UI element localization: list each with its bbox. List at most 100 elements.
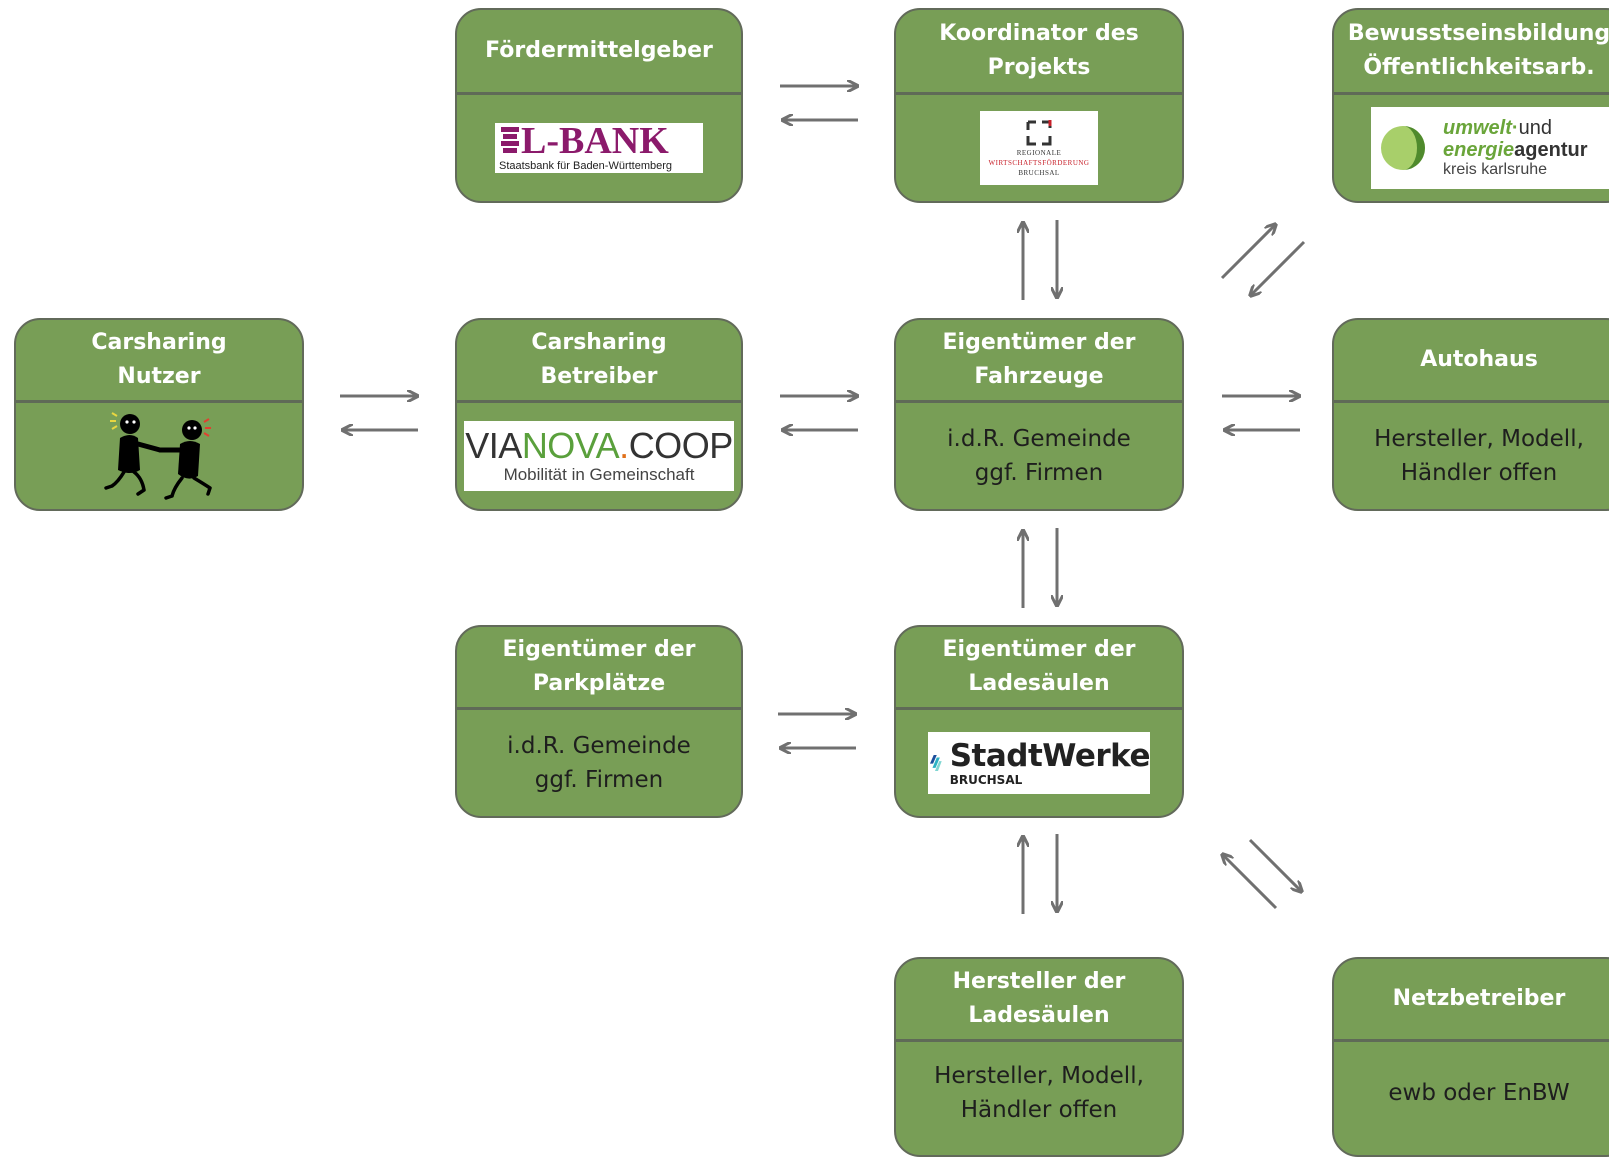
title-line: Koordinator des (939, 21, 1139, 46)
node-body: Hersteller, Modell, Händler offen (1334, 403, 1609, 509)
node-body: REGIONALE WIRTSCHAFTSFÖRDERUNG BRUCHSAL (896, 95, 1182, 201)
logo-text: kreis karlsruhe (1443, 161, 1548, 178)
node-body: Hersteller, Modell, Händler offen (896, 1042, 1182, 1143)
umweltagentur-logo: umwelt·und energieagentur kreis karlsruh… (1371, 107, 1609, 189)
body-line: Hersteller, Modell, (934, 1062, 1144, 1089)
node-body: VIANOVA.COOP Mobilität in Gemeinschaft (457, 403, 741, 509)
divider (1334, 92, 1609, 95)
logo-text: WIRTSCHAFTSFÖRDERUNG (988, 159, 1090, 167)
node-body: i.d.R. Gemeinde ggf. Firmen (896, 403, 1182, 509)
title-line: Parkplätze (532, 671, 666, 696)
divider (1334, 400, 1609, 403)
node-body: StadtWerke BRUCHSAL (896, 710, 1182, 816)
node-autohaus: Autohaus Hersteller, Modell, Händler off… (1332, 318, 1609, 511)
logo-text: . (619, 425, 629, 466)
node-body (16, 403, 302, 509)
body-line: Händler offen (1400, 460, 1558, 486)
people-pulling-icon (104, 412, 212, 500)
divider (16, 400, 302, 403)
title-line: Eigentümer der (942, 637, 1136, 662)
node-hersteller-ladesaeulen: Hersteller der Ladesäulen Hersteller, Mo… (894, 957, 1184, 1157)
node-title: Eigentümer der Fahrzeuge (896, 320, 1182, 400)
stadtwerke-stripes-icon (930, 754, 942, 772)
wirtschaftsfoerderung-logo: REGIONALE WIRTSCHAFTSFÖRDERUNG BRUCHSAL (980, 111, 1098, 185)
node-title: Carsharing Betreiber (457, 320, 741, 400)
body-line: ggf. Firmen (534, 767, 664, 793)
vianova-logo: VIANOVA.COOP Mobilität in Gemeinschaft (464, 421, 734, 491)
node-eigentuemer-fahrzeuge: Eigentümer der Fahrzeuge i.d.R. Gemeinde… (894, 318, 1184, 511)
arrow-diagonal-up (1222, 854, 1278, 910)
title-line: Ladesäulen (968, 671, 1110, 696)
title-line: Projekts (987, 55, 1091, 80)
title-line: Carsharing (91, 330, 227, 355)
logo-text: REGIONALE (1016, 149, 1062, 157)
body-line: Händler offen (960, 1096, 1118, 1123)
node-title: Koordinator des Projekts (896, 10, 1182, 92)
vianova-subtitle: Mobilität in Gemeinschaft (503, 465, 695, 484)
title-line: Autohaus (1420, 347, 1538, 372)
title-line: Carsharing (531, 330, 667, 355)
logo-text: COOP (628, 425, 734, 466)
divider (896, 707, 1182, 710)
logo-text: BRUCHSAL (1018, 169, 1060, 177)
vianova-wordmark: VIANOVA.COOP (465, 425, 734, 466)
divider (896, 400, 1182, 403)
logo-text: umwelt (1443, 117, 1512, 139)
lbank-logo: L-BANK Staatsbank für Baden-Württemberg (495, 123, 703, 173)
title-line: Bewusstseinsbildung (1347, 21, 1609, 46)
logo-text: und (1518, 117, 1552, 139)
title-line: Ladesäulen (968, 1003, 1110, 1028)
node-title: Hersteller der Ladesäulen (896, 959, 1182, 1039)
title-line: Netzbetreiber (1392, 986, 1566, 1011)
node-netzbetreiber: Netzbetreiber ewb oder EnBW (1332, 957, 1609, 1157)
lbank-wordmark: L-BANK (521, 123, 669, 162)
arrow-diagonal-up (1220, 224, 1276, 280)
node-title: Netzbetreiber (1334, 959, 1609, 1039)
title-line: Nutzer (117, 364, 201, 389)
title-line: Eigentümer der (942, 330, 1136, 355)
node-koordinator: Koordinator des Projekts REGIONALE WIRTS… (894, 8, 1184, 203)
node-bewusstseinsbildung: Bewusstseinsbildung Öffentlichkeitsarb. … (1332, 8, 1609, 203)
body-line: ewb oder EnBW (1388, 1079, 1570, 1106)
node-title: Eigentümer der Parkplätze (457, 627, 741, 707)
title-line: Betreiber (540, 364, 658, 389)
node-eigentuemer-ladesaeulen: Eigentümer der Ladesäulen StadtWerke BRU… (894, 625, 1184, 818)
logo-text: agentur (1514, 139, 1588, 161)
node-body: umwelt·und energieagentur kreis karlsruh… (1334, 95, 1609, 201)
node-body: L-BANK Staatsbank für Baden-Württemberg (457, 95, 741, 201)
divider (457, 707, 741, 710)
divider (896, 1039, 1182, 1042)
divider (457, 92, 741, 95)
bracket-logo-icon (1026, 120, 1052, 146)
divider (457, 400, 741, 403)
title-line: Fördermittelgeber (485, 38, 713, 63)
title-line: Fahrzeuge (974, 364, 1104, 389)
node-carsharing-betreiber: Carsharing Betreiber VIANOVA.COOP Mobili… (455, 318, 743, 511)
node-title: Carsharing Nutzer (16, 320, 302, 400)
arrow-diagonal-down (1250, 240, 1306, 296)
logo-text: · (1511, 117, 1519, 139)
lbank-crest-icon (501, 127, 519, 153)
title-line: Eigentümer der (502, 637, 696, 662)
stadtwerke-logo: StadtWerke BRUCHSAL (928, 732, 1150, 794)
node-title: Bewusstseinsbildung Öffentlichkeitsarb. (1334, 10, 1609, 92)
leaf-logo-icon (1381, 126, 1425, 170)
node-body: i.d.R. Gemeinde ggf. Firmen (457, 710, 741, 816)
logo-text: NOVA (521, 425, 620, 466)
body-line: Hersteller, Modell, (1374, 426, 1584, 452)
node-carsharing-nutzer: Carsharing Nutzer (14, 318, 304, 511)
logo-text: VIA (465, 425, 522, 466)
divider (1334, 1039, 1609, 1042)
node-eigentuemer-parkplaetze: Eigentümer der Parkplätze i.d.R. Gemeind… (455, 625, 743, 818)
title-line: Öffentlichkeitsarb. (1363, 55, 1595, 80)
node-foerdermittelgeber: Fördermittelgeber L-BANK Staatsbank für … (455, 8, 743, 203)
node-title: Fördermittelgeber (457, 10, 741, 92)
node-title: Eigentümer der Ladesäulen (896, 627, 1182, 707)
lbank-subtitle: Staatsbank für Baden-Württemberg (499, 160, 673, 172)
divider (896, 92, 1182, 95)
body-line: ggf. Firmen (974, 460, 1104, 486)
node-title: Autohaus (1334, 320, 1609, 400)
node-body: ewb oder EnBW (1334, 1042, 1609, 1143)
arrow-diagonal-down (1248, 838, 1302, 892)
